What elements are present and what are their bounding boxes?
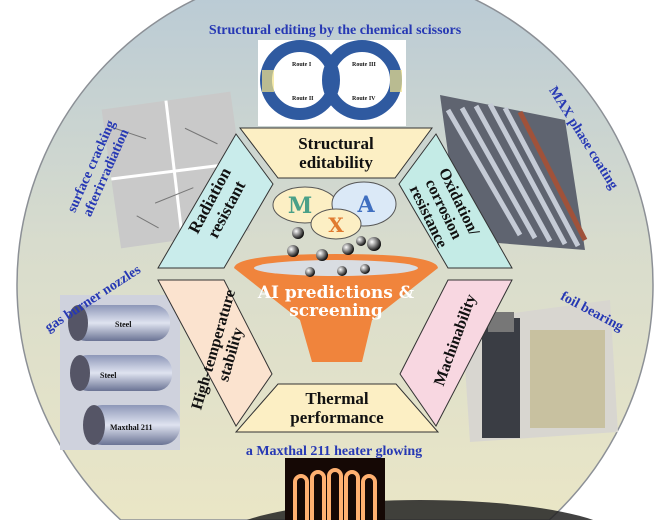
nozzle-label: Steel [100, 371, 117, 380]
funnel: AI predictions & screening [234, 254, 438, 362]
letter-x: X [328, 213, 344, 237]
funnel-text: AI predictions & [257, 283, 415, 303]
nozzle-label: Steel [115, 320, 132, 329]
panel-text: Thermal [305, 389, 369, 408]
element-balls [287, 227, 381, 277]
label-heater-glowing: a Maxthal 211 heater glowing [246, 444, 422, 459]
label-structural-editing: Structural editing by the chemical sciss… [209, 23, 462, 38]
funnel-text: screening [289, 301, 383, 321]
panel-oxidation-resistance [398, 133, 513, 269]
route-label: Route II [292, 96, 314, 102]
max-bubbles: M A X [272, 181, 397, 240]
route-label: Route IV [352, 96, 376, 102]
nozzle-label: Maxthal 211 [110, 423, 152, 432]
heater-glowing-photo [285, 458, 385, 520]
panel-text: Structural [298, 134, 374, 153]
letter-a: A [356, 192, 375, 218]
panel-thermal-performance [234, 383, 440, 433]
panel-text: editability [299, 153, 373, 172]
gas-burner-nozzles-photo: Steel Steel Maxthal 211 [60, 295, 180, 450]
panel-radiation-resistant [157, 133, 274, 269]
panel-text: performance [290, 408, 384, 427]
route-label: Route III [352, 62, 377, 68]
foil-bearing-photo [462, 300, 618, 442]
panel-machinability [399, 279, 513, 427]
route-label: Route I [292, 62, 312, 68]
chemical-scissors-scheme-image: Route I Route II Route III Route IV [258, 40, 406, 126]
panel-structural-editability [238, 127, 433, 179]
panel-high-temperature-stability [157, 279, 273, 427]
letter-m: M [288, 193, 312, 219]
